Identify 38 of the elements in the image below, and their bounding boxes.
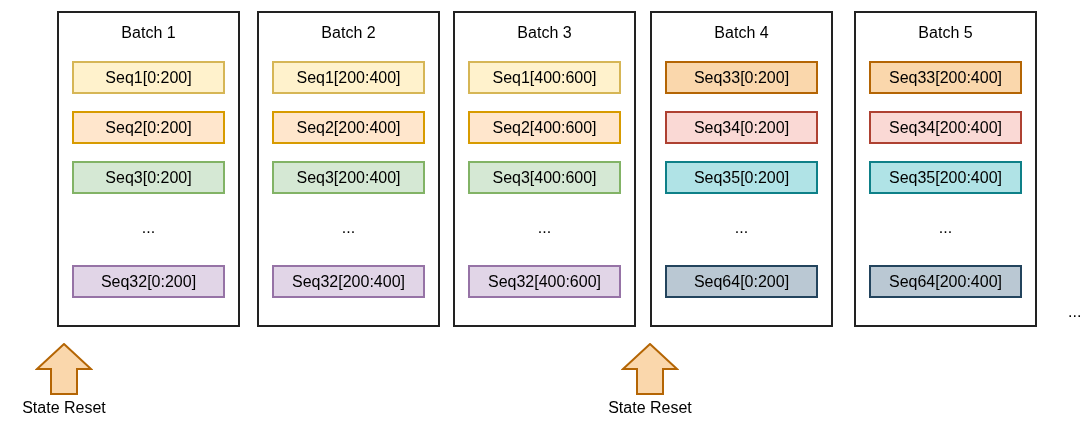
- ellipsis: ...: [937, 218, 954, 238]
- batch-heading: Batch 5: [917, 23, 974, 43]
- sequence-box: Seq1[400:600]: [468, 61, 621, 94]
- ellipsis: ...: [140, 218, 157, 238]
- batch-panel: [854, 11, 1037, 327]
- ellipsis: ...: [340, 218, 357, 238]
- ellipsis: ...: [536, 218, 553, 238]
- batch-heading: Batch 4: [713, 23, 770, 43]
- sequence-box: Seq34[200:400]: [869, 111, 1022, 144]
- sequence-box: Seq3[200:400]: [272, 161, 425, 194]
- sequence-box: Seq32[0:200]: [72, 265, 225, 298]
- state-reset-text: State Reset: [608, 398, 692, 418]
- sequence-box: Seq2[0:200]: [72, 111, 225, 144]
- sequence-box: Seq64[0:200]: [665, 265, 818, 298]
- batch-panel: [650, 11, 833, 327]
- sequence-box: Seq34[0:200]: [665, 111, 818, 144]
- sequence-box: Seq1[0:200]: [72, 61, 225, 94]
- ellipsis: ...: [1068, 302, 1082, 322]
- sequence-box: Seq2[200:400]: [272, 111, 425, 144]
- sequence-box: Seq32[400:600]: [468, 265, 621, 298]
- ellipsis: ...: [733, 218, 750, 238]
- sequence-box: Seq32[200:400]: [272, 265, 425, 298]
- state-reset-text: State Reset: [22, 398, 106, 418]
- batch-panel: [257, 11, 440, 327]
- batch-heading: Batch 1: [120, 23, 177, 43]
- sequence-box: Seq35[0:200]: [665, 161, 818, 194]
- batch-heading: Batch 3: [516, 23, 573, 43]
- sequence-box: Seq35[200:400]: [869, 161, 1022, 194]
- sequence-box: Seq3[0:200]: [72, 161, 225, 194]
- sequence-box: Seq33[200:400]: [869, 61, 1022, 94]
- batch-panel: [57, 11, 240, 327]
- sequence-box: Seq64[200:400]: [869, 265, 1022, 298]
- batch-heading: Batch 2: [320, 23, 377, 43]
- sequence-box: Seq2[400:600]: [468, 111, 621, 144]
- batch-panel: [453, 11, 636, 327]
- sequence-box: Seq1[200:400]: [272, 61, 425, 94]
- sequence-box: Seq33[0:200]: [665, 61, 818, 94]
- sequence-box: Seq3[400:600]: [468, 161, 621, 194]
